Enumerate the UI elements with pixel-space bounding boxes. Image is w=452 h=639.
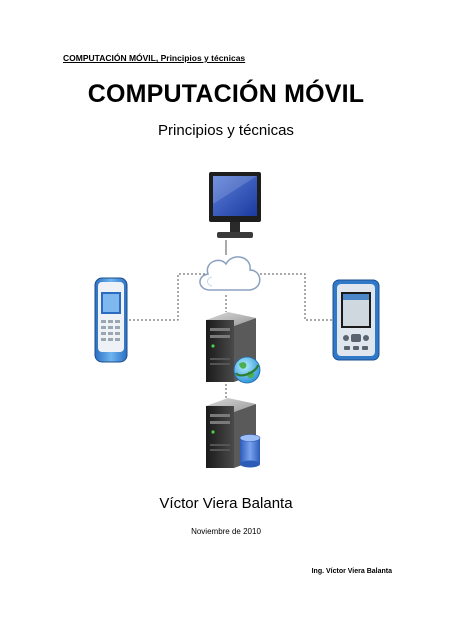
- footer-author-credit: Ing. Víctor Viera Balanta: [311, 568, 392, 575]
- network-links: [128, 240, 334, 398]
- mobile-phone-icon: [94, 277, 128, 363]
- document-title: COMPUTACIÓN MÓVIL: [87, 80, 365, 108]
- database-cylinder-icon: [239, 434, 261, 468]
- globe-icon: [233, 356, 261, 384]
- web-server-icon: [206, 312, 261, 384]
- running-header: COMPUTACIÓN MÓVIL, Principios y técnicas: [63, 53, 246, 63]
- database-server-icon: [206, 398, 261, 468]
- network-illustration: [94, 172, 380, 468]
- desktop-monitor-icon: [209, 172, 261, 238]
- pda-icon: [332, 279, 380, 361]
- publication-date: Noviembre de 2010: [191, 527, 261, 536]
- document-subtitle: Principios y técnicas: [158, 122, 294, 139]
- author-name: Víctor Viera Balanta: [159, 495, 293, 512]
- cloud-icon: [199, 256, 261, 291]
